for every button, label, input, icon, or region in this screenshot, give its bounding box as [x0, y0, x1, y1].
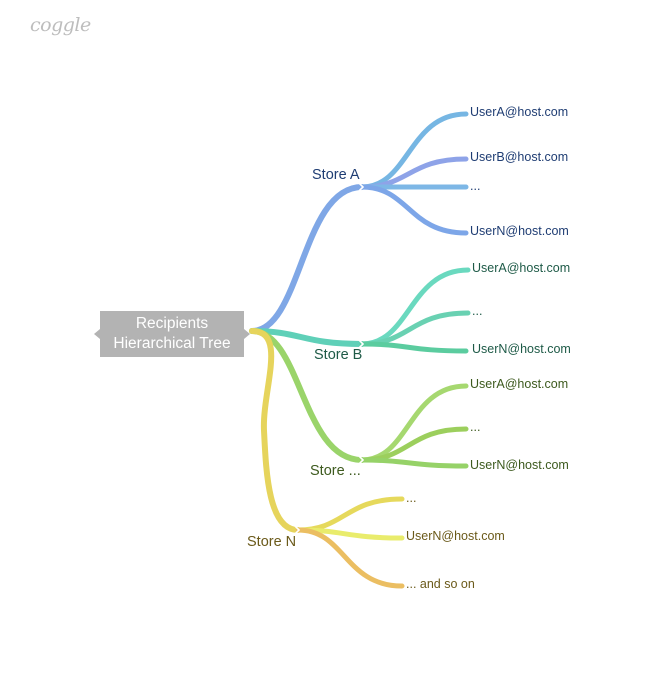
- coggle-logo: coggle: [30, 14, 91, 36]
- store-node-n[interactable]: Store N: [247, 534, 297, 550]
- store-a-expand-chevron-icon[interactable]: [358, 182, 365, 192]
- branch-store-n-leaf-0: [295, 496, 405, 533]
- root-node[interactable]: Recipients Hierarchical Tree: [100, 311, 244, 357]
- leaf-node-store-etc-user-a[interactable]: UserA@host.com: [470, 377, 569, 391]
- leaf-node-store-etc-ellipsis[interactable]: ...: [470, 420, 481, 434]
- branch-store-a-leaf-0: [359, 111, 469, 190]
- store-etc-expand-chevron-icon[interactable]: [358, 455, 365, 465]
- store-node-a[interactable]: Store A: [312, 167, 360, 183]
- leaf-node-store-a-user-b[interactable]: UserB@host.com: [470, 150, 569, 164]
- leaf-node-store-n-user-n[interactable]: UserN@host.com: [406, 529, 505, 543]
- leaf-node-store-n-ellipsis[interactable]: ...: [406, 491, 417, 505]
- leaf-node-store-n-and-so-on[interactable]: ... and so on: [406, 577, 475, 591]
- leaf-node-store-a-ellipsis[interactable]: ...: [470, 179, 481, 193]
- leaf-node-store-a-user-a[interactable]: UserA@host.com: [470, 105, 569, 119]
- leaf-node-store-b-user-a[interactable]: UserA@host.com: [472, 261, 571, 275]
- branch-connectors: [249, 111, 471, 589]
- branch-store-b-leaf-0: [359, 267, 471, 347]
- store-n-expand-chevron-icon[interactable]: [294, 525, 301, 535]
- leaf-node-store-a-user-n[interactable]: UserN@host.com: [470, 224, 569, 238]
- leaf-node-store-b-user-n[interactable]: UserN@host.com: [472, 342, 571, 356]
- root-collapse-right-arrow[interactable]: [244, 329, 250, 339]
- root-node-title-line2: Hierarchical Tree: [113, 335, 231, 352]
- branch-store-etc-leaf-2: [359, 457, 469, 469]
- store-node-etc[interactable]: Store ...: [310, 463, 361, 479]
- branch-store-b-leaf-2: [359, 341, 469, 354]
- branch-store-n-leaf-2: [295, 527, 405, 589]
- root-collapse-left-arrow[interactable]: [94, 329, 100, 339]
- branch-root-to-store-n: [249, 328, 301, 533]
- branch-store-a-leaf-3: [359, 184, 469, 236]
- store-node-b[interactable]: Store B: [314, 347, 363, 363]
- leaf-node-store-etc-user-n[interactable]: UserN@host.com: [470, 458, 569, 472]
- branch-store-etc-leaf-0: [359, 383, 469, 463]
- root-node-title-line1: Recipients: [135, 315, 209, 332]
- store-b-expand-chevron-icon[interactable]: [358, 339, 365, 349]
- branch-root-to-store-b: [249, 328, 365, 347]
- branch-root-to-store-a: [249, 184, 365, 334]
- leaf-node-store-b-ellipsis[interactable]: ...: [472, 304, 483, 318]
